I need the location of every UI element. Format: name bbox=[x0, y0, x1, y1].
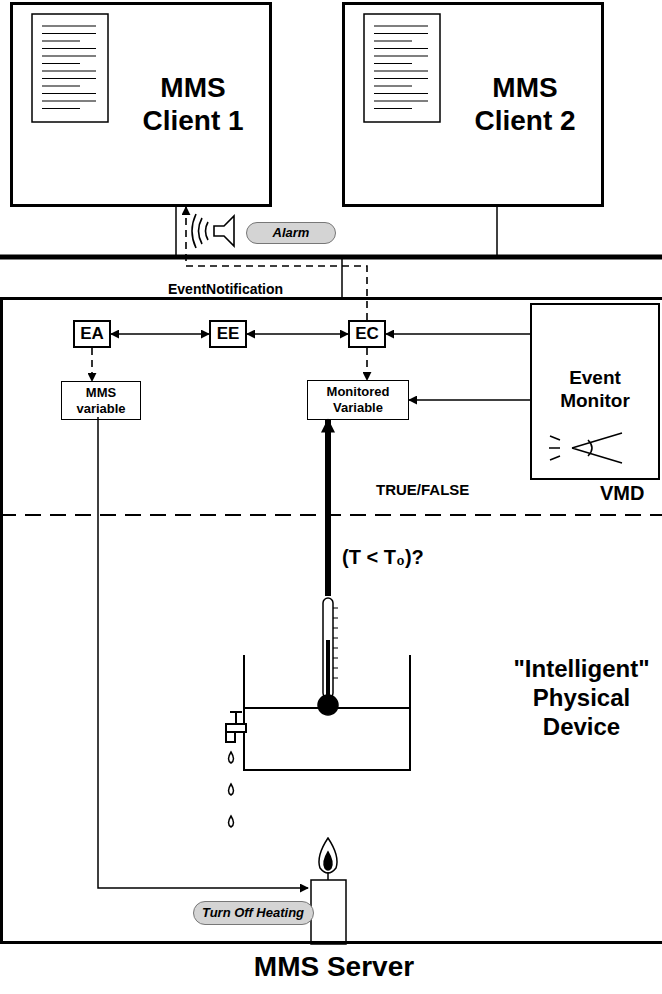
box-label: EE bbox=[217, 325, 240, 344]
connector bbox=[386, 333, 530, 335]
connector bbox=[409, 399, 530, 401]
client-drop bbox=[496, 207, 498, 257]
signal-label: TRUE/FALSE bbox=[376, 481, 469, 498]
variable-box: Monitored Variable bbox=[307, 380, 409, 420]
region-label: "Intelligent" Physical Device bbox=[503, 655, 660, 741]
control-wire bbox=[98, 417, 308, 888]
event-action-box: EA bbox=[73, 320, 111, 348]
action-pill: Turn Off Heating bbox=[193, 901, 314, 925]
client-drop bbox=[175, 207, 177, 257]
thermometer-ticks bbox=[333, 608, 338, 678]
eye-icon bbox=[549, 433, 622, 463]
water-drops bbox=[229, 752, 234, 827]
client-box: MMS Client 1 bbox=[10, 2, 272, 207]
edge-label: EventNotification bbox=[166, 281, 285, 297]
server-drop bbox=[341, 257, 343, 297]
connector bbox=[91, 348, 93, 381]
pill-label: Turn Off Heating bbox=[202, 906, 304, 920]
connector bbox=[186, 207, 367, 320]
network-bus bbox=[0, 255, 662, 260]
box-label: MMS Server bbox=[3, 952, 662, 983]
document-lines bbox=[42, 26, 428, 109]
event-enrollment-box: EE bbox=[209, 320, 247, 348]
connector bbox=[366, 348, 368, 380]
thermometer bbox=[318, 598, 338, 715]
candle bbox=[311, 838, 346, 944]
tap bbox=[226, 712, 246, 742]
box-label: EC bbox=[355, 325, 379, 344]
connector bbox=[111, 333, 209, 335]
event-condition-box: EC bbox=[348, 320, 386, 348]
connector bbox=[247, 333, 348, 335]
signal-arrow bbox=[325, 420, 331, 596]
variable-box: MMS variable bbox=[61, 381, 141, 420]
box-label: MMS variable bbox=[66, 385, 136, 416]
condition-label: (T < T₀)? bbox=[342, 546, 424, 569]
box-label: Monitored Variable bbox=[313, 384, 403, 415]
pill-label: Alarm bbox=[273, 226, 310, 240]
box-label: Event Monitor bbox=[540, 367, 650, 413]
speaker-icon bbox=[192, 214, 234, 248]
event-monitor-box: Event Monitor bbox=[530, 303, 660, 480]
client-box: MMS Client 2 bbox=[342, 2, 604, 207]
box-label: MMS Client 2 bbox=[460, 72, 590, 136]
box-label: EA bbox=[80, 325, 104, 344]
server-box: MMS ServerEAEEECEvent MonitorMMS variabl… bbox=[0, 297, 662, 944]
box-label: MMS Client 1 bbox=[128, 72, 258, 136]
alarm-pill: Alarm bbox=[246, 222, 336, 244]
region-label: VMD bbox=[600, 482, 644, 505]
